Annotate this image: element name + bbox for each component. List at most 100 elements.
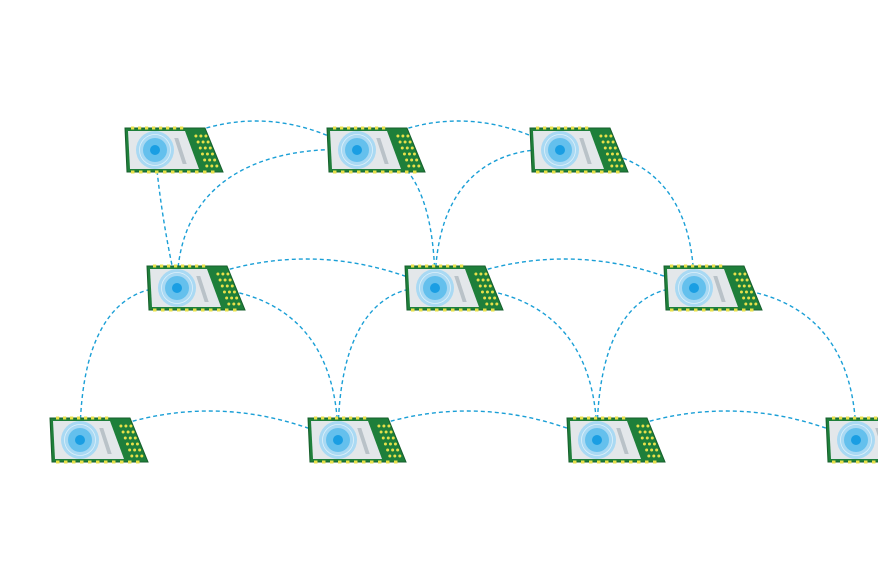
pcb-pin bbox=[201, 308, 205, 312]
pcb-pin bbox=[180, 126, 184, 130]
pcb-pad bbox=[405, 146, 409, 150]
pcb-pad bbox=[128, 448, 132, 452]
pcb-pad bbox=[226, 272, 230, 276]
pcb-pin bbox=[571, 126, 575, 130]
radio-module-r1-b bbox=[326, 126, 426, 174]
pcb-pin bbox=[734, 308, 738, 312]
pcb-pin bbox=[88, 460, 92, 464]
pcb-pin bbox=[356, 416, 360, 420]
wireless-signal-icon bbox=[578, 421, 616, 459]
pcb-pad bbox=[641, 424, 645, 428]
pcb-pin bbox=[155, 170, 159, 174]
pcb-pad bbox=[642, 442, 646, 446]
pcb-pin bbox=[217, 308, 221, 312]
pcb-pin bbox=[594, 416, 598, 420]
pcb-pin bbox=[185, 308, 189, 312]
pcb-pad bbox=[483, 296, 487, 300]
pcb-pin bbox=[361, 126, 365, 130]
pcb-pad bbox=[398, 140, 402, 144]
radio-module-r3-d bbox=[825, 416, 878, 464]
pcb-pin bbox=[346, 460, 350, 464]
pcb-pad bbox=[382, 424, 386, 428]
pcb-pin bbox=[860, 416, 864, 420]
pcb-pad bbox=[227, 302, 231, 306]
pcb-pin bbox=[622, 416, 626, 420]
pcb-pad bbox=[135, 454, 139, 458]
pcb-pin bbox=[335, 416, 339, 420]
pcb-pin bbox=[710, 308, 714, 312]
pcb-pin bbox=[684, 264, 688, 268]
pcb-pin bbox=[84, 416, 88, 420]
pcb-pad bbox=[133, 436, 137, 440]
pcb-pin bbox=[637, 460, 641, 464]
pcb-pin bbox=[340, 126, 344, 130]
pcb-pad bbox=[391, 436, 395, 440]
pcb-pad bbox=[488, 296, 492, 300]
mesh-link-r1-c-r2-c bbox=[559, 148, 695, 289]
pcb-pad bbox=[749, 302, 753, 306]
pcb-pin bbox=[864, 460, 868, 464]
pcb-pin bbox=[446, 264, 450, 268]
pcb-pin bbox=[314, 416, 318, 420]
wireless-signal-icon bbox=[158, 269, 196, 307]
pcb-pad bbox=[218, 278, 222, 282]
pcb-pin bbox=[427, 308, 431, 312]
pcb-pin bbox=[832, 460, 836, 464]
pcb-pin bbox=[467, 308, 471, 312]
pcb-pin bbox=[581, 460, 585, 464]
pcb-pad bbox=[747, 296, 751, 300]
pcb-pad bbox=[490, 302, 494, 306]
pcb-pad bbox=[384, 430, 388, 434]
pcb-pin bbox=[174, 264, 178, 268]
pcb-pin bbox=[576, 170, 580, 174]
pcb-pin bbox=[160, 264, 164, 268]
pcb-pad bbox=[203, 146, 207, 150]
pcb-pad bbox=[604, 134, 608, 138]
pcb-pad bbox=[608, 158, 612, 162]
pcb-pin bbox=[483, 308, 487, 312]
pcb-pin bbox=[112, 460, 116, 464]
pcb-pad bbox=[606, 140, 610, 144]
pcb-pin bbox=[314, 460, 318, 464]
pcb-pad bbox=[194, 134, 198, 138]
pcb-pin bbox=[677, 264, 681, 268]
pcb-pad bbox=[417, 164, 421, 168]
pcb-pad bbox=[393, 454, 397, 458]
pcb-pad bbox=[643, 430, 647, 434]
radio-module-r2-a bbox=[146, 264, 246, 312]
pcb-pin bbox=[867, 416, 871, 420]
pcb-pad bbox=[210, 164, 214, 168]
pcb-pin bbox=[678, 308, 682, 312]
pcb-pin bbox=[365, 170, 369, 174]
nodes-layer bbox=[49, 126, 878, 464]
pcb-pin bbox=[166, 126, 170, 130]
pcb-pin bbox=[459, 308, 463, 312]
pcb-pad bbox=[225, 284, 229, 288]
radio-module-r2-b bbox=[404, 264, 504, 312]
pcb-pad bbox=[650, 436, 654, 440]
pcb-pin bbox=[104, 460, 108, 464]
pcb-pin bbox=[573, 460, 577, 464]
radio-module-r3-b bbox=[307, 416, 407, 464]
radio-module-r1-a bbox=[124, 126, 224, 174]
pcb-pin bbox=[357, 170, 361, 174]
pcb-pin bbox=[405, 170, 409, 174]
pcb-pad bbox=[232, 290, 236, 294]
pcb-pad bbox=[128, 436, 132, 440]
pcb-pad bbox=[235, 296, 239, 300]
pcb-pad bbox=[121, 430, 125, 434]
pcb-pad bbox=[232, 302, 236, 306]
pcb-pin bbox=[718, 308, 722, 312]
pcb-pad bbox=[485, 302, 489, 306]
pcb-pin bbox=[411, 308, 415, 312]
pcb-pad bbox=[200, 152, 204, 156]
chip-marking bbox=[713, 276, 726, 302]
pcb-pin bbox=[145, 126, 149, 130]
chip-marking bbox=[376, 138, 389, 164]
pcb-pad bbox=[383, 442, 387, 446]
pcb-pad bbox=[198, 146, 202, 150]
pcb-pin bbox=[233, 308, 237, 312]
pcb-pin bbox=[608, 416, 612, 420]
pcb-pin bbox=[645, 460, 649, 464]
pcb-pad bbox=[138, 448, 142, 452]
